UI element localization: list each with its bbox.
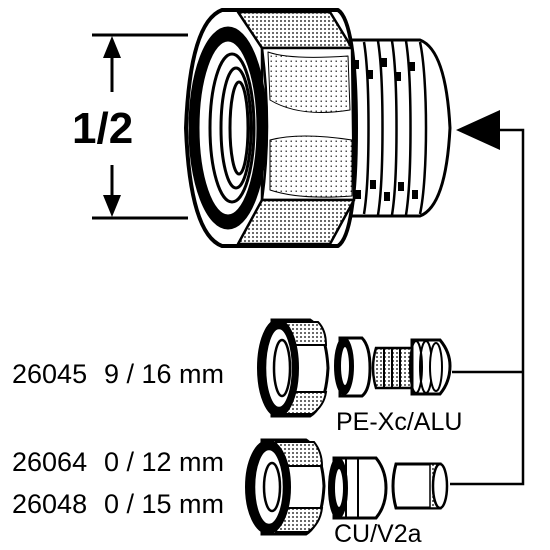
material-label-cu-v2a: CU/V2a	[334, 520, 422, 548]
part-article-number: 26064	[12, 447, 87, 477]
part-size: 0 / 15 mm	[104, 489, 224, 519]
part-size: 9 / 16 mm	[104, 359, 224, 389]
part-article-number: 26048	[12, 489, 87, 519]
part-article-number: 26045	[12, 359, 87, 389]
dimension-indicator	[92, 33, 188, 220]
cu-v2a-fitting-set	[245, 438, 449, 536]
dimension-label: 1/2	[72, 104, 133, 153]
part-size: 0 / 12 mm	[104, 447, 224, 477]
material-label-pe-xc-alu: PE-Xc/ALU	[336, 408, 462, 436]
pe-xc-alu-fitting-set	[257, 318, 452, 418]
threaded-adapter-illustration	[184, 8, 452, 248]
connector-arrow	[450, 110, 525, 486]
